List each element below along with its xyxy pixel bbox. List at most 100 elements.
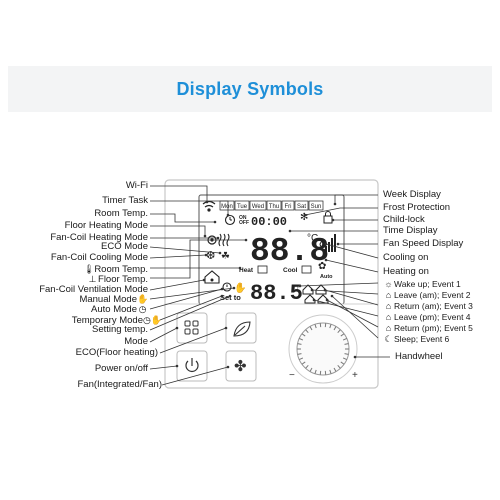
set-to-label: Set to bbox=[220, 293, 241, 302]
dial-tick bbox=[301, 333, 306, 337]
dial-tick bbox=[342, 337, 347, 341]
label-floor-temp: Floor Temp. bbox=[98, 274, 148, 285]
label-handwheel: Handwheel bbox=[395, 351, 443, 362]
day-box bbox=[294, 200, 309, 211]
fan-button[interactable]: ✤ bbox=[225, 350, 257, 382]
leader-line bbox=[150, 213, 215, 223]
sun-icon: ☼ bbox=[384, 279, 393, 289]
label-time-display: Time Display bbox=[383, 225, 438, 236]
leader-line bbox=[159, 327, 227, 354]
leader-dot bbox=[288, 229, 292, 233]
label-wifi: Wi-Fi bbox=[125, 180, 148, 191]
leader-dot bbox=[204, 253, 208, 257]
manual-mode-icon: ✋ bbox=[234, 281, 246, 294]
label-return-am: Return (am); Event 3 bbox=[394, 301, 473, 311]
handwheel-plus: + bbox=[352, 370, 358, 381]
label-leave-pm: Leave (pm); Event 4 bbox=[394, 312, 471, 322]
eco-button[interactable] bbox=[225, 312, 257, 344]
leader-dot bbox=[323, 288, 327, 292]
dial-tick bbox=[309, 367, 313, 372]
day-box bbox=[266, 200, 282, 211]
temporary-icon: ◷✋ bbox=[143, 315, 163, 325]
leader-line bbox=[149, 288, 223, 310]
day-box bbox=[234, 200, 250, 211]
leader-line bbox=[149, 246, 221, 254]
leader-dot bbox=[310, 288, 314, 292]
day-label-fri: Fri bbox=[285, 204, 292, 210]
dial-tick bbox=[305, 329, 309, 333]
leader-line bbox=[150, 200, 229, 215]
day-label-wed: Wed bbox=[252, 204, 264, 210]
dial-tick bbox=[305, 365, 309, 369]
room-thermometer-icon: 🌡 bbox=[83, 264, 95, 274]
leader-line bbox=[299, 282, 379, 287]
label-child-lock: Child-lock bbox=[383, 214, 425, 225]
label-leave-am: Leave (am); Event 2 bbox=[394, 290, 471, 300]
leader-line bbox=[325, 259, 379, 273]
dial-tick bbox=[337, 329, 341, 333]
day-label-tue: Tue bbox=[237, 204, 248, 210]
leader-line bbox=[304, 207, 378, 216]
heat-label: Heat bbox=[239, 267, 254, 274]
leader-dot bbox=[203, 234, 207, 238]
label-wake-up: Wake up; Event 1 bbox=[394, 279, 461, 289]
wake-up-lcd-icon: ☼ bbox=[292, 282, 300, 292]
dial-tick bbox=[337, 365, 341, 369]
label-eco-floor-heating: ECO(Floor heating) bbox=[75, 347, 158, 358]
leader-dot bbox=[336, 242, 340, 246]
leader-line bbox=[149, 295, 231, 331]
label-auto-mode: Auto Mode bbox=[91, 304, 137, 315]
off-label: OFF bbox=[239, 220, 249, 226]
return-pm-icon: ⌂ bbox=[385, 323, 392, 333]
auto-label: Auto bbox=[320, 274, 333, 280]
label-fan-coil-heating-mode: Fan-Coil Heating Mode bbox=[50, 232, 148, 243]
leader-line bbox=[324, 289, 379, 306]
dial-tick bbox=[333, 367, 337, 372]
leader-line bbox=[149, 254, 207, 259]
dial-tick bbox=[344, 343, 349, 345]
leader-line bbox=[150, 225, 206, 236]
leader-line bbox=[149, 279, 205, 291]
label-temporary-mode: Temporary Mode bbox=[71, 315, 143, 326]
return-am-icon: ⌂ bbox=[385, 301, 392, 311]
label-fan: Fan(Integrated/Fan) bbox=[77, 379, 163, 390]
leader-dot bbox=[224, 326, 228, 330]
dial-tick bbox=[344, 353, 349, 355]
auto-mode-icon bbox=[222, 282, 232, 292]
leader-dot bbox=[303, 213, 307, 217]
leader-dot bbox=[330, 294, 334, 298]
leader-line bbox=[331, 295, 379, 339]
leader-dot bbox=[216, 236, 220, 240]
return-lcd-icon bbox=[315, 284, 327, 295]
label-timer-task: Timer Task bbox=[102, 195, 148, 206]
label-eco-mode: ECO Mode bbox=[101, 241, 148, 252]
dial-tick bbox=[309, 326, 313, 331]
day-box bbox=[281, 200, 295, 211]
leader-dot bbox=[244, 238, 248, 242]
day-box bbox=[308, 200, 324, 211]
leader-dot bbox=[220, 287, 224, 291]
dial-tick bbox=[329, 324, 332, 329]
hand-icon: ✋ bbox=[137, 294, 149, 304]
leader-line bbox=[150, 239, 246, 269]
leader-line bbox=[311, 289, 379, 295]
label-manual-mode: Manual Mode bbox=[79, 294, 137, 305]
eco-icon: ☘ bbox=[221, 251, 230, 262]
leader-dot bbox=[238, 266, 242, 270]
on-label: ON bbox=[239, 215, 247, 221]
leader-dot bbox=[312, 298, 316, 302]
leader-line bbox=[149, 327, 178, 343]
dial-tick bbox=[301, 361, 306, 365]
mode-button[interactable] bbox=[176, 312, 208, 344]
label-setting-temp: Setting temp. bbox=[92, 324, 148, 335]
fan-icon: ✤ bbox=[234, 358, 247, 375]
leader-dot bbox=[218, 251, 222, 255]
label-fan-coil-ventilation-mode: Fan-Coil Ventilation Mode bbox=[39, 284, 148, 295]
ventilation-icon bbox=[204, 270, 220, 284]
handwheel-dial[interactable] bbox=[288, 314, 358, 384]
handwheel-minus: − bbox=[289, 370, 295, 381]
leader-lines bbox=[149, 185, 390, 386]
wifi-icon bbox=[202, 200, 216, 212]
leader-line bbox=[313, 299, 379, 317]
day-box bbox=[249, 200, 267, 211]
